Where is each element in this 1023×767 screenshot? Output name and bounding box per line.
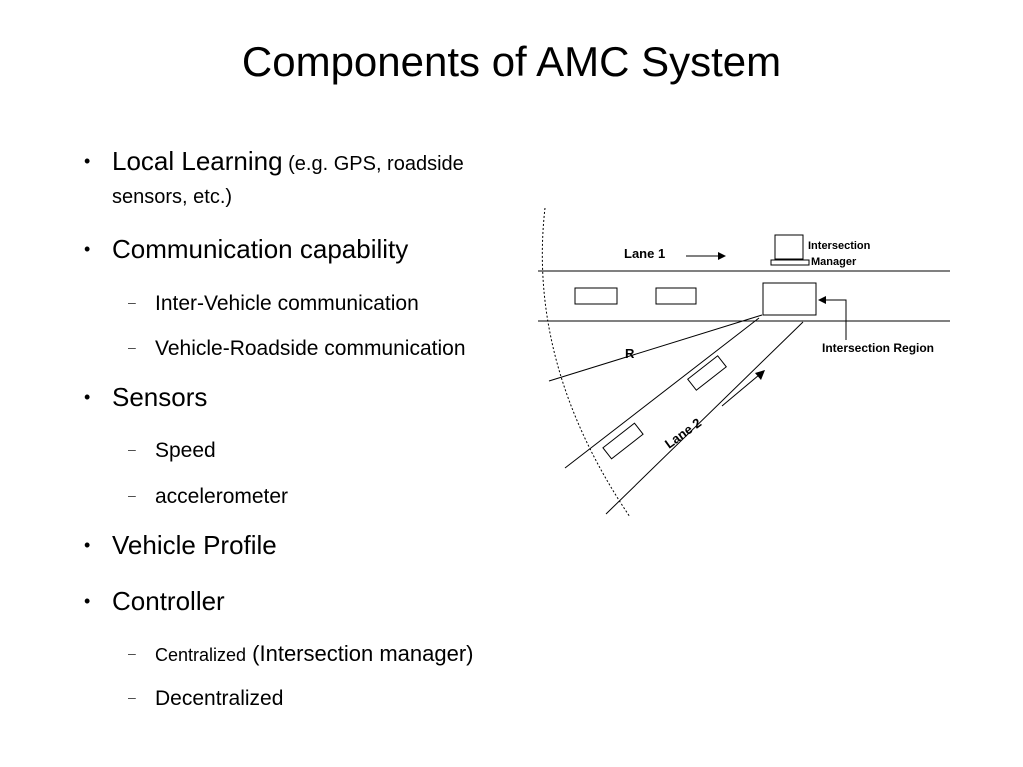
radius-line xyxy=(548,314,763,382)
radius-label: R xyxy=(625,346,635,361)
lane2-right-edge xyxy=(605,321,804,515)
vehicle-lane2-a xyxy=(602,422,644,460)
bullet-communication: • Communication capability xyxy=(84,233,408,265)
bullet-sensors: • Sensors xyxy=(84,381,207,413)
subbullet-inter-vehicle: – Inter-Vehicle communication xyxy=(128,288,419,318)
intersection-region-box xyxy=(762,282,817,316)
bullet-detail: (e.g. GPS, roadside xyxy=(282,153,464,175)
subbullet-decentralized: – Decentralized xyxy=(128,683,283,713)
dash-icon: – xyxy=(128,487,136,503)
bullet-dot-icon: • xyxy=(84,591,91,611)
dash-icon: – xyxy=(128,441,136,457)
dash-icon: – xyxy=(128,645,136,661)
bullet-detail-continued: sensors, etc.) xyxy=(112,186,233,208)
region-pointer-line xyxy=(825,299,847,340)
bullet-dot-icon: • xyxy=(84,239,91,259)
manager-label-line1: Intersection xyxy=(808,240,871,252)
region-pointer-head xyxy=(818,296,826,304)
bullet-controller: • Controller xyxy=(84,585,225,617)
manager-label-line2: Manager xyxy=(811,256,857,268)
bullet-text: Local Learning xyxy=(112,146,283,176)
subbullet-speed: – Speed xyxy=(128,435,216,465)
bullet-text: Communication capability xyxy=(112,234,409,264)
dash-icon: – xyxy=(128,689,136,705)
subbullet-text: Centralized xyxy=(155,645,247,665)
bullet-text: Vehicle Profile xyxy=(112,530,277,560)
bullet-dot-icon: • xyxy=(84,535,91,555)
bullet-text: Sensors xyxy=(112,382,208,412)
vehicle-lane2-b xyxy=(687,355,727,391)
arrow-icon xyxy=(721,370,765,407)
bullet-text: Controller xyxy=(112,586,225,616)
dash-icon: – xyxy=(128,294,136,310)
subbullet-vehicle-roadside: – Vehicle-Roadside communication xyxy=(128,333,466,363)
bullet-dot-icon: • xyxy=(84,387,91,407)
intersection-diagram: R Lane 1 Intersection Manager Intersecti… xyxy=(538,207,950,518)
subbullet-accelerometer: – accelerometer xyxy=(128,481,288,511)
bullet-local-learning: • Local Learning (e.g. GPS, roadside xyxy=(84,145,464,180)
subbullet-centralized: – Centralized (Intersection manager) xyxy=(128,639,473,669)
lane2-label: Lane 2 xyxy=(662,415,704,451)
subbullet-text: Inter-Vehicle communication xyxy=(155,292,419,315)
lane1-label: Lane 1 xyxy=(624,246,665,261)
region-label: Intersection Region xyxy=(822,341,934,355)
range-arc xyxy=(541,207,631,518)
subbullet-text: Decentralized xyxy=(155,687,284,710)
computer-icon xyxy=(770,234,810,266)
subbullet-text: Speed xyxy=(155,439,216,462)
lane2-left-edge xyxy=(564,317,760,469)
subbullet-text: Vehicle-Roadside communication xyxy=(155,337,466,360)
dash-icon: – xyxy=(128,339,136,355)
bullet-dot-icon: • xyxy=(84,151,91,171)
vehicle-lane1-b xyxy=(655,287,697,305)
vehicle-lane1-a xyxy=(574,287,618,305)
arrow-icon xyxy=(686,252,726,260)
slide-title: Components of AMC System xyxy=(241,38,782,85)
bullet-vehicle-profile: • Vehicle Profile xyxy=(84,529,277,561)
subbullet-text-rest: (Intersection manager) xyxy=(246,641,474,666)
subbullet-text: accelerometer xyxy=(155,485,289,508)
